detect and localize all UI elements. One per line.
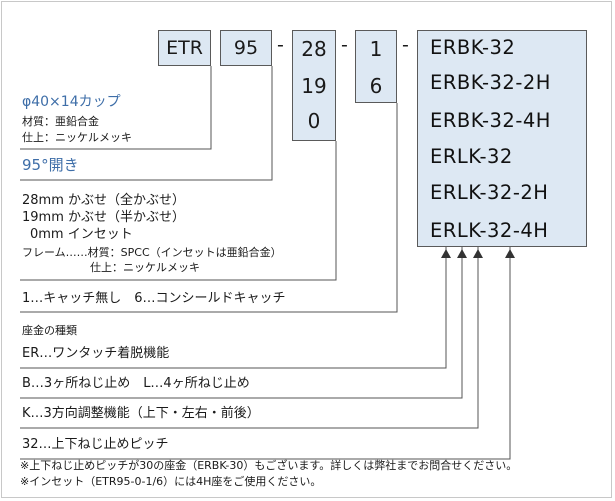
catch-description: 1…キャッチ無し 6…コンシールドキャッチ bbox=[22, 291, 286, 306]
overlay-inset: 0mm インセット bbox=[30, 227, 133, 242]
code-part-overlay bbox=[292, 30, 336, 141]
model-erbk-32: ERBK-32 bbox=[430, 36, 516, 59]
leader-catch bbox=[20, 103, 398, 313]
opening-angle: 95°開き bbox=[22, 156, 79, 174]
code-part-95: 95 bbox=[220, 30, 272, 66]
plate-er: ER…ワンタッチ着脱機能 bbox=[22, 346, 170, 361]
separator-1: - bbox=[277, 34, 284, 56]
separator-2: - bbox=[341, 34, 348, 56]
arrow-pitch bbox=[505, 249, 515, 258]
plate-k: K…3方向調整機能（上下・左右・前後） bbox=[22, 406, 260, 421]
code-part-etr: ETR bbox=[158, 30, 211, 66]
model-erlk-32: ERLK-32 bbox=[430, 145, 513, 168]
model-erlk-32-4h: ERLK-32-4H bbox=[430, 219, 549, 242]
code-part-model bbox=[417, 30, 587, 247]
frame-finish: 仕上：ニッケルメッキ bbox=[90, 261, 200, 274]
leader-overlay bbox=[20, 141, 337, 281]
arrow-er bbox=[441, 249, 451, 258]
overlay-half: 19mm かぶせ（半かぶせ） bbox=[22, 210, 186, 225]
overlay-full: 28mm かぶせ（全かぶせ） bbox=[22, 193, 186, 208]
arrow-k bbox=[473, 249, 483, 258]
catch-1: 1 bbox=[369, 37, 383, 61]
plate-bl: B…3ヶ所ねじ止め L…4ヶ所ねじ止め bbox=[22, 376, 250, 391]
leader-k bbox=[20, 247, 479, 429]
cup-title: φ40×14カップ bbox=[22, 94, 121, 110]
code-part-catch bbox=[355, 30, 397, 103]
cup-material: 材質：亜鉛合金 bbox=[22, 115, 99, 128]
cup-finish: 仕上：ニッケルメッキ bbox=[22, 131, 132, 144]
leader-pitch bbox=[20, 247, 511, 460]
leader-etr bbox=[20, 66, 212, 150]
leader-er bbox=[20, 247, 447, 369]
note-1: ※上下ねじ止めピッチが30の座金（ERBK-30）もございます。詳しくは弊社まで… bbox=[20, 459, 518, 472]
catch-6: 6 bbox=[369, 74, 383, 98]
leader-bl bbox=[20, 247, 463, 399]
overlay-19: 19 bbox=[301, 74, 327, 98]
model-erlk-32-2h: ERLK-32-2H bbox=[430, 181, 549, 204]
code-part-95-text: 95 bbox=[233, 37, 259, 59]
note-2: ※インセット（ETR95-0-1/6）には4H座をご使用ください。 bbox=[20, 475, 322, 488]
plate-heading: 座金の種類 bbox=[22, 324, 77, 337]
arrow-bl bbox=[457, 249, 467, 258]
model-erbk-32-2h: ERBK-32-2H bbox=[430, 71, 551, 94]
overlay-0: 0 bbox=[307, 109, 321, 133]
leader-95 bbox=[20, 66, 273, 181]
model-erbk-32-4h: ERBK-32-4H bbox=[430, 109, 551, 132]
plate-pitch: 32…上下ねじ止めピッチ bbox=[22, 437, 169, 452]
separator-3: - bbox=[402, 34, 409, 56]
frame-material: フレーム……材質：SPCC（インセットは亜鉛合金） bbox=[22, 246, 282, 259]
code-part-etr-text: ETR bbox=[166, 37, 203, 59]
overlay-28: 28 bbox=[301, 37, 327, 61]
